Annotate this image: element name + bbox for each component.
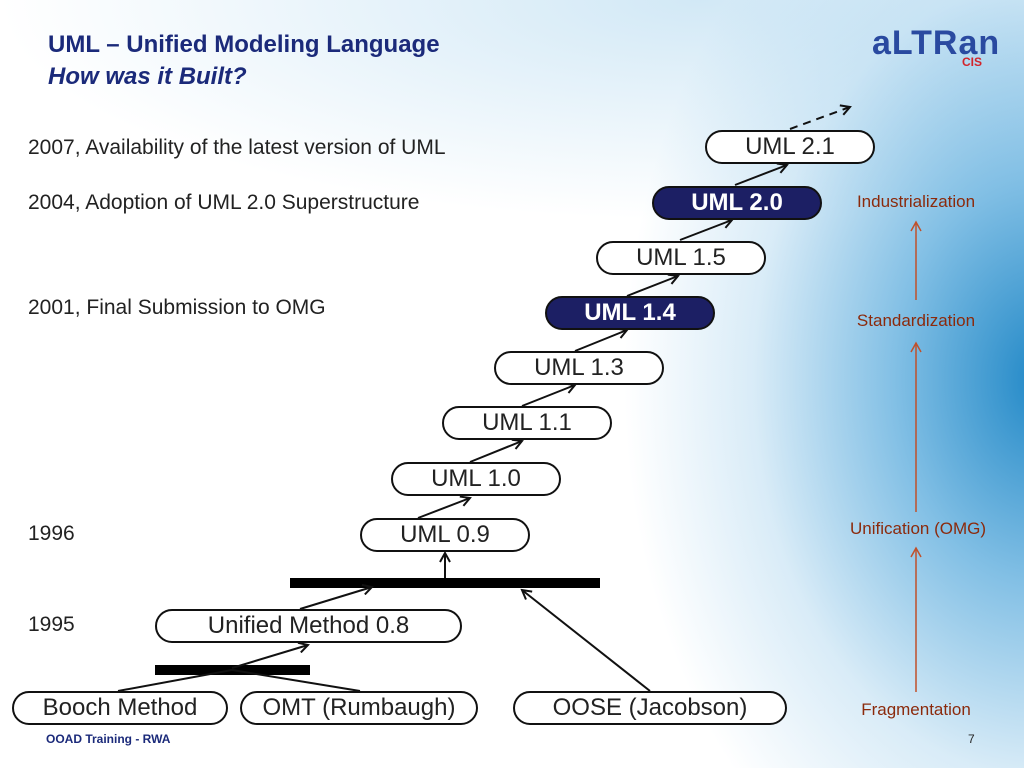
stage-industrialization: Industrialization [856,192,976,211]
version-uml-0-9: UML 0.9 [360,518,530,552]
arrow-to-unified-method [231,645,308,669]
arrow-09-to-10 [417,498,470,519]
version-uml-1-1: UML 1.1 [442,406,612,440]
arrow-10-to-11 [469,441,522,463]
footer-label: OOAD Training - RWA [46,732,171,746]
version-uml-1-0: UML 1.0 [391,462,561,496]
version-uml-1-3: UML 1.3 [494,351,664,385]
version-uml-1-4: UML 1.4 [545,296,715,330]
arrow-oose-to-bar [522,590,651,692]
event-2004: 2004, Adoption of UML 2.0 Superstructure [28,191,420,214]
stage-standardization: Standardization [856,311,976,330]
altran-logo-sub: CIS [962,55,983,69]
arrow-11-to-13 [521,385,575,407]
version-uml-1-5: UML 1.5 [596,241,766,275]
altran-logo: aLTRan [872,24,1001,62]
arrow-14-to-15 [626,276,678,297]
slide-subtitle: How was it Built? [48,63,247,90]
event-2001: 2001, Final Submission to OMG [28,296,326,319]
method-omt: OMT (Rumbaugh) [240,691,478,725]
stage-fragmentation: Fragmentation [861,700,971,719]
connector-omt [231,669,361,692]
stage-unification: Unification (OMG) [849,519,987,538]
version-uml-2-1: UML 2.1 [705,130,875,164]
arrow-21-future [789,107,850,130]
event-1995: 1995 [28,613,75,636]
event-2007: 2007, Availability of the latest version… [28,136,446,159]
arrow-unified-to-bar [299,587,372,610]
page-number: 7 [968,732,975,746]
method-booch: Booch Method [12,691,228,725]
merge-bar-upper [290,578,600,588]
method-oose: OOSE (Jacobson) [513,691,787,725]
connector-booch [117,669,233,692]
version-uml-2-0: UML 2.0 [652,186,822,220]
arrow-20-to-21 [734,165,787,186]
arrow-15-to-20 [679,220,732,241]
slide-title: UML – Unified Modeling Language [48,31,440,58]
event-1996: 1996 [28,522,75,545]
version-unified-method-0-8: Unified Method 0.8 [155,609,462,643]
arrow-13-to-14 [574,330,627,352]
